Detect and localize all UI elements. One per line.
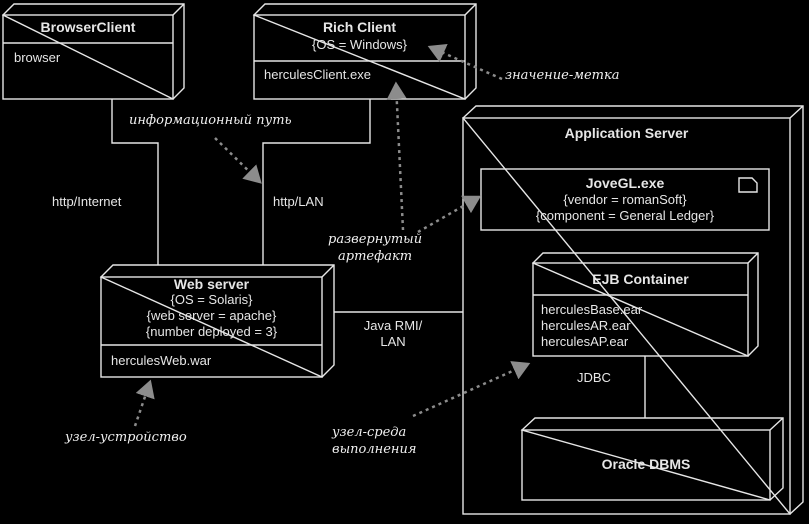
http-lan-label: http/LAN [273,194,324,209]
note-deployed-artifact-line1: развернутый [328,232,423,247]
deployed-artifact-arrow-up [386,81,407,231]
ejb-artifact-base: herculesBase.ear [541,302,643,317]
note-exec-env-line2: выполнения [332,442,417,457]
note-info-path: информационный путь [129,113,292,128]
rich-client-tag: {OS = Windows} [311,37,408,52]
application-server-title: Application Server [564,125,689,141]
ejb-container-node [531,252,759,357]
note-deployed-artifact-line2: артефакт [338,249,413,264]
web-server-title: Web server [173,276,250,292]
ejb-artifact-ap: herculesAP.ear [541,334,629,349]
java-rmi-label-line1: Java RMI/ [363,318,423,333]
web-server-tag-apache: {web server = apache} [146,308,277,323]
application-server-node [462,105,804,516]
browser-client-artifact: browser [14,50,61,65]
info-path-arrow [214,137,262,184]
web-server-node [99,264,335,378]
device-node-arrow [133,379,155,427]
ejb-artifact-ar: herculesAR.ear [541,318,631,333]
ejb-container-title: EJB Container [592,271,689,287]
note-tagged-value: значение-метка [505,68,620,83]
java-rmi-label-line2: LAN [380,334,406,349]
browser-client-node [1,3,185,100]
tagged-value-arrow [427,43,503,81]
rich-client-artifact: herculesClient.exe [264,67,371,82]
document-icon [738,177,758,193]
jdbc-label: JDBC [577,370,611,385]
oracle-dbms-title: Oracle DBMS [601,456,691,472]
http-internet-label: http/Internet [52,194,122,209]
web-server-artifact: herculesWeb.war [111,353,212,368]
browser-client-title: BrowserClient [40,19,136,35]
rich-client-title: Rich Client [322,19,397,35]
deployed-artifact-arrow-right [417,195,482,234]
oracle-dbms-node [520,417,784,501]
web-server-tag-os: {OS = Solaris} [170,292,253,307]
jovegl-title: JoveGL.exe [585,175,665,191]
jovegl-tag-component: {component = General Ledger} [535,208,715,223]
http-internet-path [111,99,159,265]
web-server-tag-deployed: {number deployed = 3} [145,324,278,339]
http-lan-path [262,99,371,265]
note-device-node: узел-устройство [65,430,187,445]
note-exec-env-line1: узел-среда [332,425,407,440]
exec-env-arrow [412,361,531,418]
jovegl-tag-vendor: {vendor = romanSoft} [563,192,687,207]
